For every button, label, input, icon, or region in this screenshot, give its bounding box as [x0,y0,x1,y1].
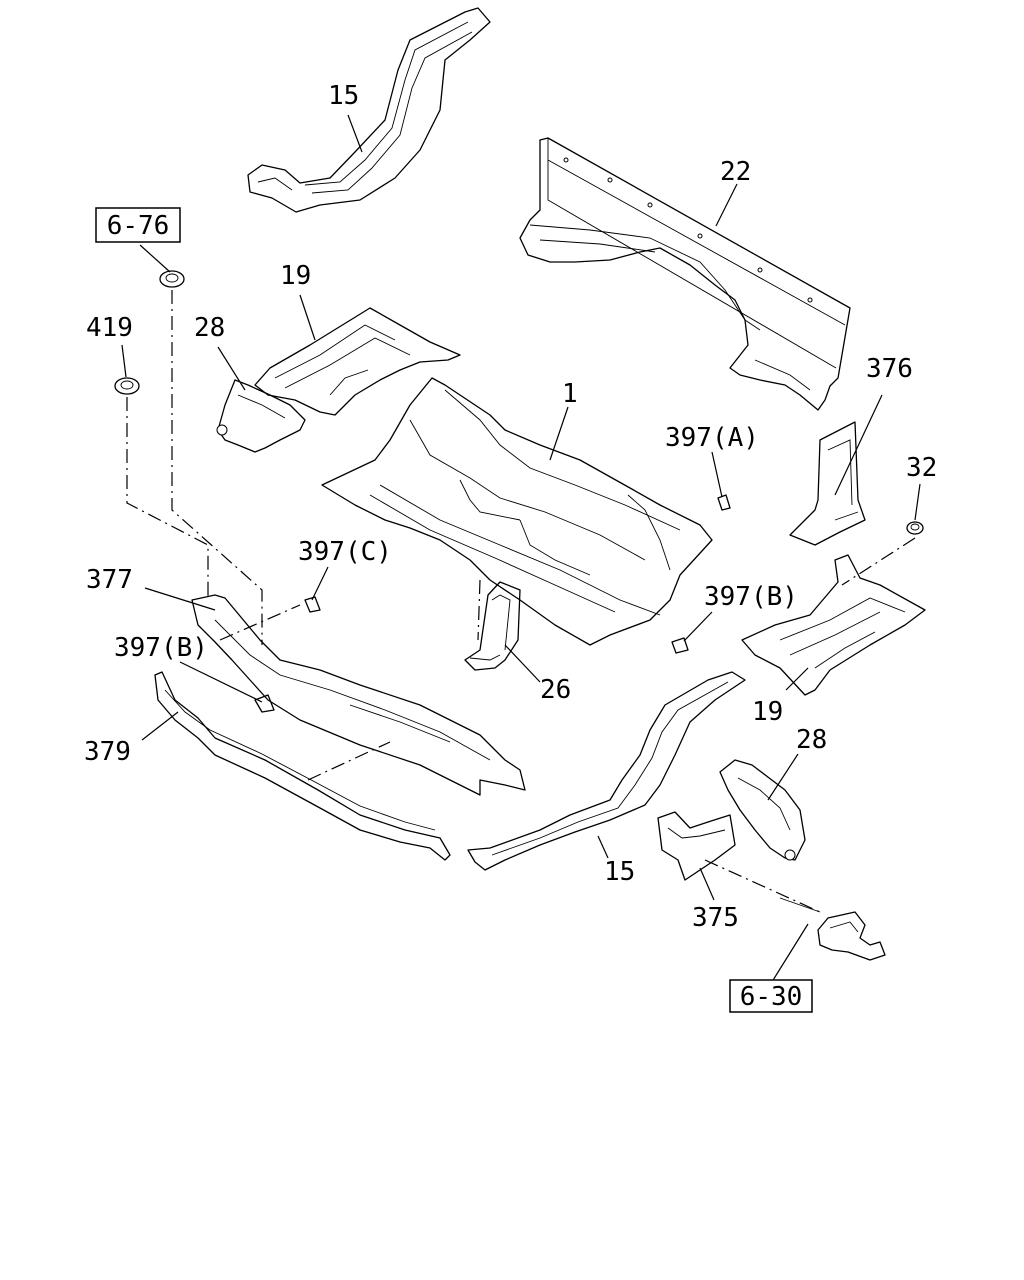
callout-32: 32 [906,453,937,483]
part-19-top-bracket[interactable] [254,307,461,416]
callout-28-bottom: 28 [796,725,827,755]
callout-379: 379 [84,737,131,767]
reference-label-top: 6-76 [107,211,170,241]
part-6-76-nut[interactable] [159,270,185,288]
callout-19-top: 19 [280,261,311,291]
part-15-bottom-rail[interactable] [467,671,746,871]
callout-19-bottom: 19 [752,697,783,727]
part-28-top-bracket[interactable] [216,379,306,453]
callout-22: 22 [720,157,751,187]
part-397a-clip[interactable] [717,494,731,511]
part-19-bottom-bracket[interactable] [741,554,926,696]
callout-15-top: 15 [328,81,359,111]
part-419-grommet[interactable] [114,377,140,395]
callouts: 15 22 19 28 419 1 397(A) 376 32 397(C) 3… [84,81,937,933]
leader-lines [121,114,921,986]
part-28-bottom-bracket[interactable] [719,759,806,861]
part-397b-clip-right[interactable] [671,637,689,654]
assembly-lines [126,290,916,913]
callout-376: 376 [866,354,913,384]
callout-397b-left: 397(B) [114,633,208,663]
part-26-bracket[interactable] [464,581,521,671]
callout-419: 419 [86,313,133,343]
callout-26: 26 [540,675,571,705]
callout-375: 375 [692,903,739,933]
part-377-bar[interactable] [191,594,526,796]
callout-15-bottom: 15 [604,857,635,887]
callout-1: 1 [562,379,578,409]
part-376-bracket[interactable] [789,421,866,546]
part-375-plate[interactable] [657,811,736,881]
reference-label-bottom: 6-30 [740,982,803,1012]
reference-box-top[interactable]: 6-76 [95,207,181,243]
part-397c-clip[interactable] [304,596,321,613]
callout-397a: 397(A) [665,423,759,453]
part-379-bar[interactable] [154,671,451,861]
reference-box-bottom[interactable]: 6-30 [729,979,813,1013]
callout-397c: 397(C) [298,537,392,567]
part-22-crossmember[interactable] [519,137,851,411]
callout-28-top: 28 [194,313,225,343]
component-6-30[interactable] [779,897,886,961]
part-397b-clip-left[interactable] [254,694,275,713]
part-15-top-rail[interactable] [247,7,491,213]
part-32-grommet[interactable] [906,521,924,535]
callout-397b-right: 397(B) [704,582,798,612]
part-1-floor-panel[interactable] [321,377,713,646]
callout-377: 377 [86,565,133,595]
